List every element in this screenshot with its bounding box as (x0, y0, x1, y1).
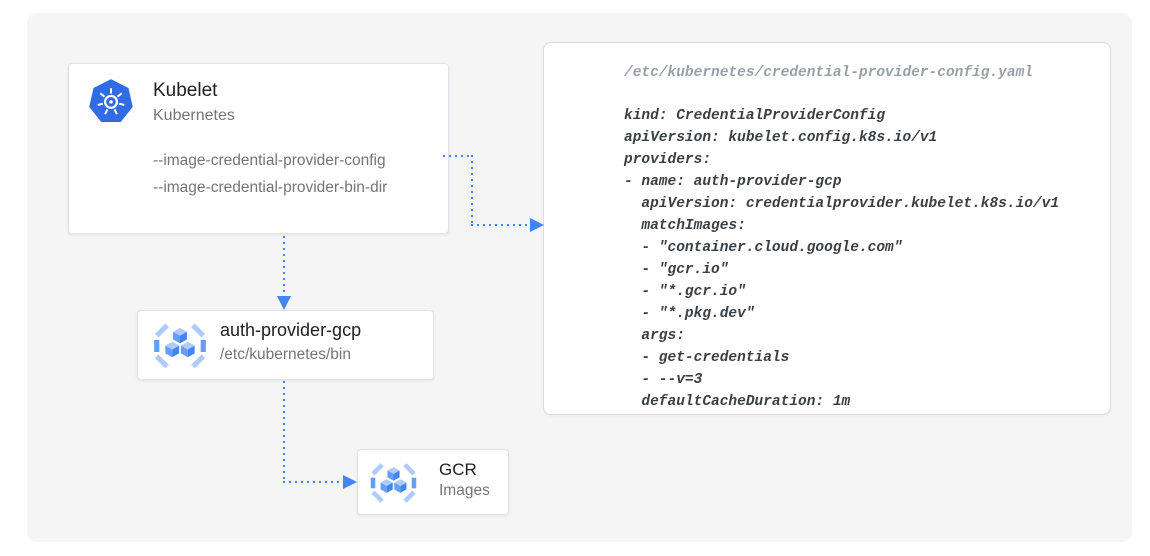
node-gcr: GCR Images (357, 449, 509, 515)
diagram-canvas: Kubelet Kubernetes --image-credential-pr… (27, 13, 1132, 542)
node-auth-provider-gcp: auth-provider-gcp /etc/kubernetes/bin (137, 310, 434, 380)
kubelet-flag-bin-dir: --image-credential-provider-bin-dir (153, 179, 388, 196)
config-file-panel: /etc/kubernetes/credential-provider-conf… (543, 42, 1111, 415)
config-file-path: /etc/kubernetes/credential-provider-conf… (624, 65, 1033, 81)
config-yaml-code: kind: CredentialProviderConfig apiVersio… (624, 108, 1060, 410)
arrow-auth-to-gcr-segment-2 (283, 481, 344, 483)
kubelet-flags: --image-credential-provider-config --ima… (153, 147, 387, 201)
arrowhead-to-auth-provider (277, 296, 291, 310)
gcr-icon (154, 323, 206, 369)
auth-provider-title: auth-provider-gcp (220, 320, 362, 340)
gcr-icon (370, 463, 417, 503)
arrow-config-to-yaml-segment-1 (443, 155, 472, 157)
arrow-kubelet-to-auth-segment (283, 236, 285, 298)
kubernetes-icon (89, 79, 133, 122)
arrowhead-to-yaml-panel (530, 218, 544, 232)
kubelet-subtitle: Kubernetes (153, 107, 235, 124)
arrowhead-to-gcr (343, 475, 357, 489)
gcr-subtitle: Images (439, 482, 490, 499)
gcr-title: GCR (439, 460, 477, 479)
kubelet-flag-config: --image-credential-provider-config (153, 152, 386, 169)
arrow-config-to-yaml-segment-2 (471, 155, 473, 225)
auth-provider-subtitle: /etc/kubernetes/bin (220, 346, 351, 363)
node-kubelet: Kubelet Kubernetes --image-credential-pr… (68, 63, 449, 234)
arrow-auth-to-gcr-segment-1 (283, 381, 285, 482)
kubelet-title: Kubelet (153, 80, 218, 101)
arrow-config-to-yaml-segment-3 (471, 224, 532, 226)
